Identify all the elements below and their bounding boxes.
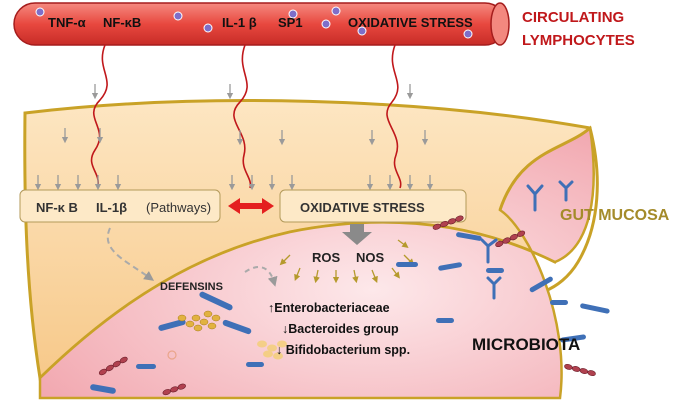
marker-sp1: SP1 bbox=[278, 15, 303, 30]
pathways-box bbox=[19, 189, 221, 223]
bifidobacterium-y bbox=[480, 238, 498, 264]
change-bifidobacterium: ↓ Bifidobacterium spp. bbox=[276, 343, 410, 357]
pale-cocci bbox=[167, 340, 287, 360]
marker-il-1b: IL-1 β bbox=[222, 15, 257, 30]
bacterium-rod bbox=[199, 291, 233, 311]
cocci-cluster bbox=[177, 310, 221, 332]
gut-mucosa-label: GUT MUCOSA bbox=[560, 207, 670, 224]
bacterium-rod bbox=[456, 232, 482, 241]
dashed-arrow-defensins bbox=[106, 227, 155, 281]
bifidobacterium-y bbox=[526, 184, 544, 212]
signal-line-left bbox=[90, 44, 108, 186]
bidirectional-arrow bbox=[228, 198, 274, 214]
marker-nf-kb: NF-κB bbox=[103, 15, 141, 30]
signal-line-center bbox=[233, 44, 252, 189]
bacterium-rod bbox=[436, 318, 454, 323]
pathway-label: (Pathways) bbox=[146, 200, 211, 215]
microbiota-label: MICROBIOTA bbox=[472, 335, 580, 354]
downward-gray-arrow bbox=[342, 224, 372, 245]
oxidative-stress-label: OXIDATIVE STRESS bbox=[300, 200, 425, 215]
dashed-arrow-microbiota bbox=[244, 266, 278, 287]
defensins-label: DEFENSINS bbox=[160, 281, 223, 293]
oxidative-stress-box bbox=[279, 189, 467, 223]
pathway-il-1b: IL-1β bbox=[96, 200, 127, 215]
bacterium-rod bbox=[246, 362, 264, 367]
change-enterobacteriaceae: ↑Enterobacteriaceae bbox=[268, 301, 390, 315]
bacterium-rod bbox=[396, 262, 418, 267]
ros-label: ROS bbox=[312, 250, 341, 265]
bifidobacteria bbox=[480, 180, 574, 300]
bacteria bbox=[90, 232, 610, 394]
bacterium-rod bbox=[550, 300, 568, 305]
bifidobacterium-y bbox=[486, 276, 502, 300]
bacterium-rod bbox=[136, 364, 156, 369]
circulating-label: CIRCULATING bbox=[522, 9, 624, 26]
nos-label: NOS bbox=[356, 250, 385, 265]
bacterium-rod bbox=[90, 384, 116, 394]
bacterium-rod bbox=[222, 319, 252, 335]
change-bacteroides: ↓Bacteroides group bbox=[282, 322, 399, 336]
pathway-nf-kb: NF-κ B bbox=[36, 200, 78, 215]
lymphocytes-label: LYMPHOCYTES bbox=[522, 32, 635, 49]
signal-lines bbox=[90, 44, 402, 189]
vessel-opening bbox=[490, 2, 510, 46]
lymphocytes bbox=[35, 6, 473, 39]
bacterium-rod bbox=[438, 262, 462, 271]
signal-line-right bbox=[386, 44, 402, 189]
lumen-rim bbox=[498, 126, 591, 211]
bacterium-rod bbox=[580, 303, 610, 314]
bacterium-rod bbox=[560, 334, 586, 343]
marker-oxidative-stress: OXIDATIVE STRESS bbox=[348, 15, 473, 30]
bacterium-rod bbox=[529, 276, 553, 293]
bacterium-rod bbox=[486, 268, 504, 273]
marker-tnf-alpha: TNF-α bbox=[48, 15, 86, 30]
ros-nos-arrows bbox=[279, 239, 415, 284]
chain-bacteria bbox=[98, 215, 596, 396]
blood-vessel bbox=[13, 2, 510, 46]
bacterium-rod bbox=[158, 319, 186, 331]
bifidobacterium-y bbox=[558, 180, 574, 202]
gray-arrows bbox=[34, 84, 434, 191]
